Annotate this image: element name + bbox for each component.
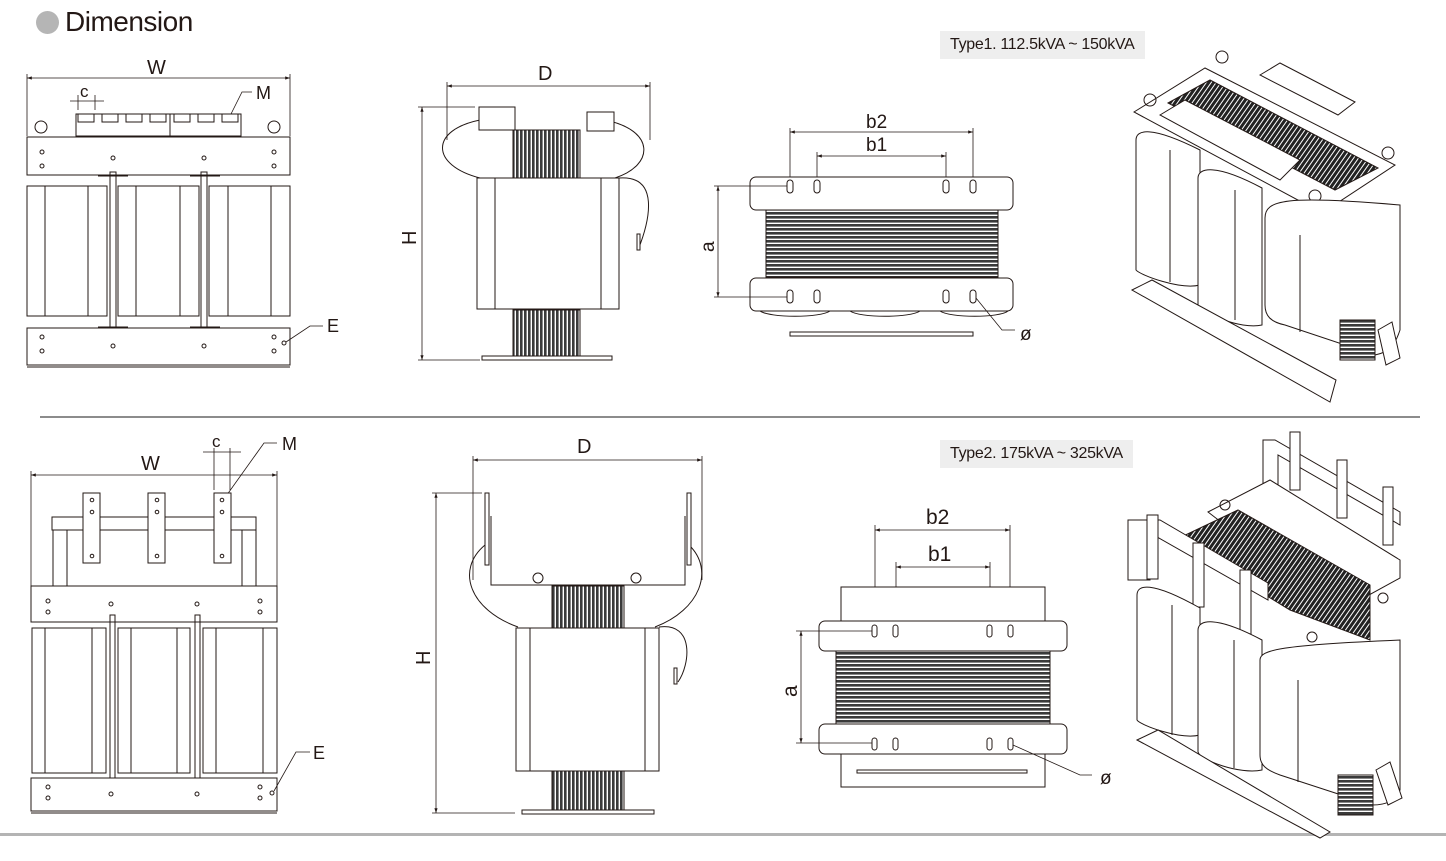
- type2-badge: Type2. 175kVA ~ 325kVA: [940, 440, 1133, 468]
- section-title-text: Dimension: [65, 6, 193, 37]
- type1-front-view: W c M E: [26, 57, 339, 368]
- depth-pitch-label: a: [698, 241, 719, 252]
- type1-side-view: D H: [399, 63, 651, 361]
- pitch-label: c: [80, 82, 89, 101]
- outer-pitch-label: b2: [926, 506, 949, 529]
- bottom-rule: [0, 833, 1446, 836]
- inner-pitch-label: b1: [866, 135, 887, 156]
- section-title: Dimension: [36, 6, 193, 38]
- depth-pitch-label: a: [779, 685, 802, 697]
- mount-hole-label: E: [313, 743, 325, 763]
- width-label: W: [147, 57, 166, 79]
- height-label: H: [413, 651, 435, 665]
- type2-base-view: b2 b1 a ø: [779, 506, 1112, 789]
- type1-isometric-view: [1130, 50, 1401, 403]
- height-label: H: [399, 231, 421, 245]
- pitch-label: c: [212, 432, 221, 451]
- type1-badge: Type1. 112.5kVA ~ 150kVA: [940, 31, 1145, 59]
- type2-side-view: D H: [413, 436, 703, 815]
- terminal-label: M: [282, 434, 297, 454]
- outer-pitch-label: b2: [866, 112, 887, 133]
- width-label: W: [141, 453, 160, 475]
- depth-label: D: [538, 63, 552, 85]
- inner-pitch-label: b1: [928, 543, 951, 566]
- mount-hole-label: E: [327, 316, 339, 336]
- terminal-label: M: [256, 83, 271, 103]
- type2-front-view: W c M E: [30, 432, 325, 814]
- bullet-icon: [36, 10, 59, 34]
- hole-label: ø: [1020, 324, 1032, 345]
- depth-label: D: [577, 436, 591, 458]
- hole-label: ø: [1100, 768, 1112, 789]
- type1-base-view: b2 b1 a ø: [698, 112, 1032, 345]
- section-divider: [40, 416, 1420, 418]
- type2-isometric-view: [1127, 431, 1403, 839]
